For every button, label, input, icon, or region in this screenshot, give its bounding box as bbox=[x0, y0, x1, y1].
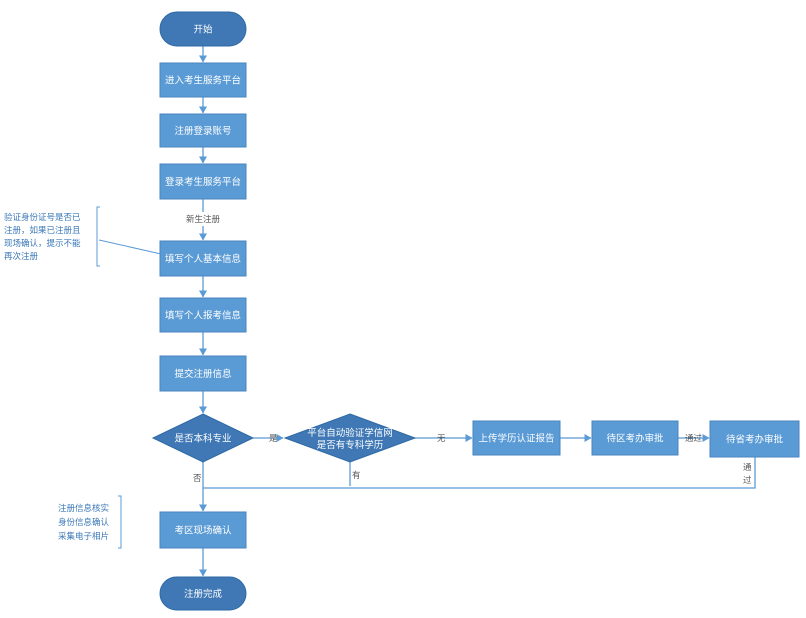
none-label: 无 bbox=[437, 434, 446, 444]
pass-vertical-label-2: 过 bbox=[743, 475, 752, 486]
note-onsite: 注册信息核实 身份信息确认 采集电子相片 bbox=[58, 503, 110, 542]
note-verify-id-line-3: 现场确认，提示不能 bbox=[4, 238, 81, 249]
no-label: 否 bbox=[193, 474, 202, 484]
login-platform-label: 登录考生服务平台 bbox=[165, 176, 241, 188]
note-verify-id-line-1: 验证身份证号是否已 bbox=[4, 212, 81, 223]
auto-verify-decision: 平台自动验证学信网 是否有专科学历 bbox=[283, 413, 417, 463]
done-node: 注册完成 bbox=[159, 576, 247, 611]
note-brackets bbox=[96, 206, 162, 549]
auto-verify-label-2: 是否有专科学历 bbox=[317, 439, 384, 451]
enter-platform-box: 进入考生服务平台 bbox=[159, 62, 247, 98]
district-review-box: 待区考办审批 bbox=[591, 420, 679, 456]
leader-verify-id bbox=[98, 239, 162, 255]
pass-label: 通过 bbox=[685, 433, 703, 444]
register-account-label: 注册登录账号 bbox=[174, 125, 231, 137]
has-label: 有 bbox=[352, 470, 361, 481]
fill-exam-label: 填写个人报考信息 bbox=[165, 310, 241, 322]
login-platform-box: 登录考生服务平台 bbox=[159, 163, 247, 200]
new-register-label: 新生注册 bbox=[186, 214, 221, 225]
province-review-box: 待省考办审批 bbox=[709, 420, 800, 458]
onsite-confirm-box: 考区现场确认 bbox=[159, 511, 247, 549]
upload-report-box: 上传学历认证报告 bbox=[472, 420, 561, 456]
bracket-onsite bbox=[118, 495, 122, 549]
register-account-box: 注册登录账号 bbox=[159, 113, 247, 148]
note-verify-id: 验证身份证号是否已 注册，如果已注册且 现场确认，提示不能 再次注册 bbox=[4, 212, 81, 262]
province-review-label: 待省考办审批 bbox=[726, 434, 784, 446]
district-review-label: 待区考办审批 bbox=[606, 433, 664, 445]
note-onsite-line-3: 采集电子相片 bbox=[58, 531, 109, 542]
auto-verify-label-1: 平台自动验证学信网 bbox=[307, 427, 393, 439]
pass-vertical-label-1: 通 bbox=[743, 462, 752, 473]
fill-exam-box: 填写个人报考信息 bbox=[159, 297, 247, 333]
done-label: 注册完成 bbox=[184, 588, 223, 600]
submit-box: 提交注册信息 bbox=[159, 355, 247, 392]
note-onsite-line-1: 注册信息核实 bbox=[58, 503, 109, 514]
onsite-confirm-label: 考区现场确认 bbox=[174, 525, 232, 537]
note-onsite-line-2: 身份信息确认 bbox=[58, 517, 110, 528]
start-node: 开始 bbox=[159, 11, 247, 47]
line-pass-to-merge bbox=[203, 457, 756, 489]
start-label: 开始 bbox=[193, 24, 213, 36]
connectors bbox=[199, 46, 756, 577]
fill-basic-label: 填写个人基本信息 bbox=[165, 253, 241, 265]
is-undergrad-label: 是否本科专业 bbox=[174, 433, 231, 445]
enter-platform-label: 进入考生服务平台 bbox=[165, 75, 241, 87]
yes-label: 是 bbox=[269, 434, 278, 444]
bracket-verify-id bbox=[96, 206, 100, 267]
note-verify-id-line-4: 再次注册 bbox=[4, 251, 39, 262]
note-verify-id-line-2: 注册，如果已注册且 bbox=[4, 225, 81, 236]
upload-report-label: 上传学历认证报告 bbox=[478, 433, 554, 445]
is-undergrad-decision: 是否本科专业 bbox=[151, 413, 255, 463]
fill-basic-box: 填写个人基本信息 bbox=[159, 240, 247, 277]
submit-label: 提交注册信息 bbox=[174, 368, 231, 380]
